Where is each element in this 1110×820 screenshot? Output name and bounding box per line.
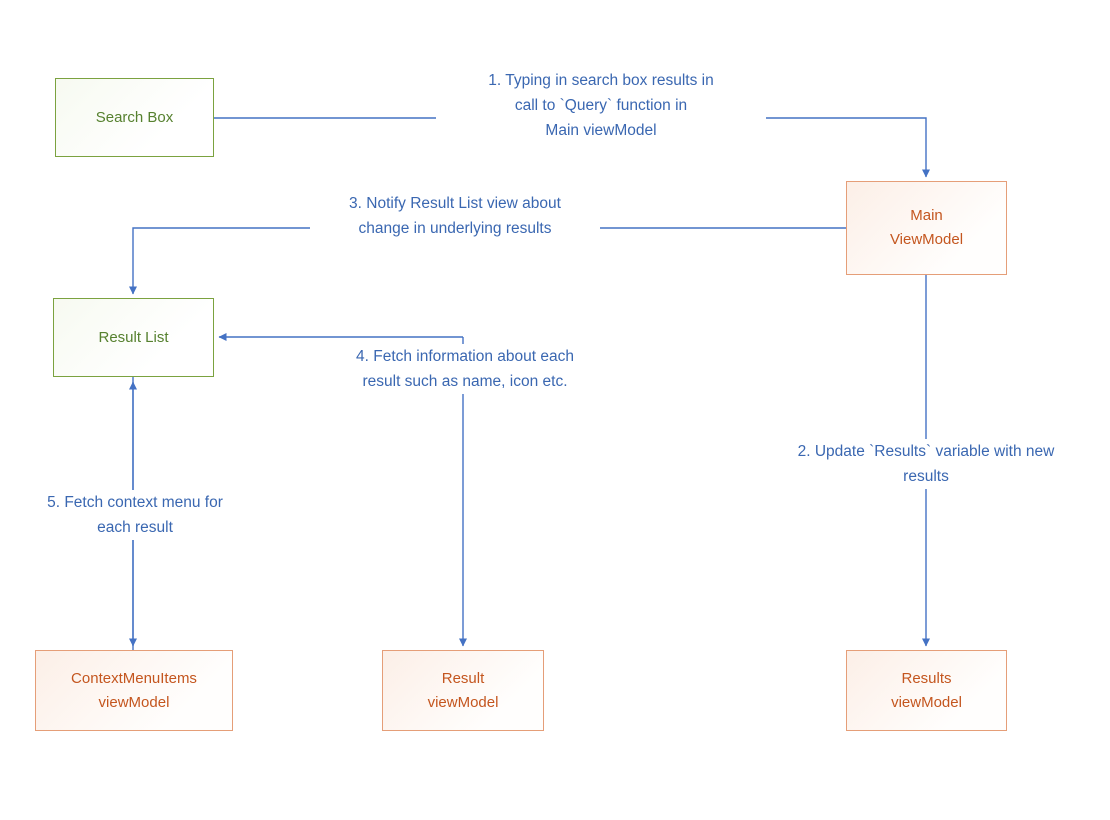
annotation-step4: 4. Fetch information about each result s… (320, 344, 610, 394)
node-search-box: Search Box (55, 78, 214, 157)
node-contextmenuitems-viewmodel-label: ContextMenuItems viewModel (71, 669, 197, 711)
node-result-viewmodel: Result viewModel (382, 650, 544, 731)
node-results-viewmodel: Results viewModel (846, 650, 1007, 731)
node-results-viewmodel-label: Results viewModel (891, 669, 962, 711)
node-search-box-label: Search Box (95, 108, 174, 126)
node-main-viewmodel-label: Main ViewModel (889, 207, 964, 248)
annotation-step1: 1. Typing in search box results in call … (436, 68, 766, 143)
node-result-list: Result List (53, 298, 214, 377)
annotation-step2: 2. Update `Results` variable with new re… (761, 439, 1091, 489)
node-main-viewmodel: Main ViewModel (846, 181, 1007, 275)
node-result-viewmodel-label: Result viewModel (427, 669, 499, 711)
node-result-list-label: Result List (98, 328, 169, 346)
annotation-step3: 3. Notify Result List view about change … (310, 191, 600, 241)
annotation-step5: 5. Fetch context menu for each result (25, 490, 245, 540)
connector-step3-mainviewmodel-to-resultlist (129, 227, 846, 295)
node-contextmenuitems-viewmodel: ContextMenuItems viewModel (35, 650, 233, 731)
